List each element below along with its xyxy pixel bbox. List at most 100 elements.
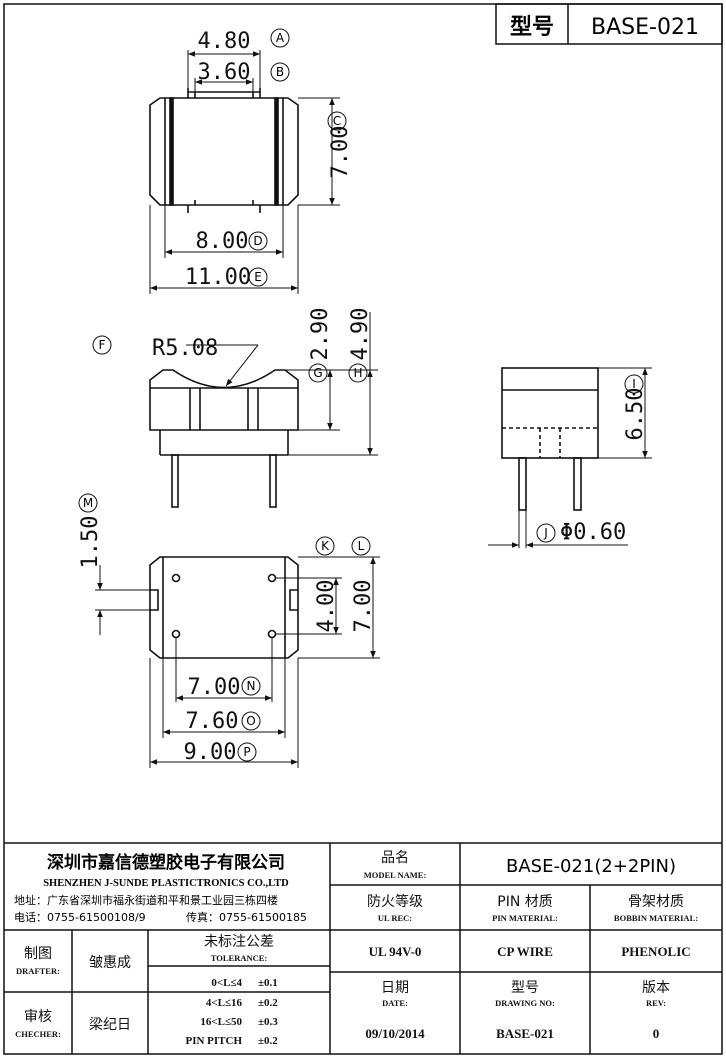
- date-value: 09/10/2014: [365, 1026, 425, 1041]
- svg-text:J: J: [543, 526, 548, 540]
- svg-text:A: A: [276, 31, 285, 45]
- bobbin-material-label-en: BOBBIN MATERIAL:: [614, 913, 698, 923]
- tolerance-label-cn: 未标注公差: [204, 934, 274, 950]
- dim-m-value: 1.50: [78, 516, 103, 569]
- tolerance-value: ±0.2: [258, 997, 278, 1009]
- svg-text:P: P: [243, 745, 250, 759]
- front-view-dimensions: [186, 312, 378, 456]
- model-name-label-cn: 品名: [381, 850, 409, 866]
- reference-markers: A B C D E F G H I J K L M N O P: [78, 28, 644, 762]
- dim-i-value: 6.50: [623, 388, 648, 441]
- marker-c: C: [327, 111, 347, 131]
- dim-p-value: 9.00: [184, 740, 237, 765]
- svg-text:N: N: [247, 679, 256, 693]
- svg-text:L: L: [358, 539, 365, 553]
- marker-a: A: [270, 28, 290, 48]
- tolerance-range: 0<L≤4: [211, 977, 242, 989]
- company-fax: 传真：0755-61500185: [186, 910, 307, 924]
- marker-o: O: [241, 711, 261, 731]
- dim-e-value: 11.00: [185, 265, 251, 290]
- svg-text:C: C: [333, 114, 341, 128]
- marker-l: L: [351, 536, 371, 556]
- marker-e: E: [248, 267, 268, 287]
- svg-text:B: B: [276, 65, 284, 79]
- company-name-en: SHENZHEN J-SUNDE PLASTICTRONICS CO.,LTD: [43, 878, 289, 889]
- tolerance-value: ±0.2: [258, 1035, 278, 1047]
- ul-rec-label-cn: 防火等级: [367, 893, 423, 910]
- top-view-dimensions: [149, 50, 340, 294]
- drafter-value: 皱惠成: [89, 955, 131, 971]
- top-view: [149, 88, 299, 213]
- checker-label-cn: 审核: [24, 1009, 52, 1025]
- svg-text:E: E: [254, 270, 262, 284]
- svg-text:F: F: [99, 338, 106, 352]
- ul-rec-value: UL 94V-0: [369, 944, 422, 959]
- dim-h-value: 4.90: [348, 308, 373, 361]
- dim-g-value: 2.90: [308, 308, 333, 361]
- dim-kl-inner-value: 4.00: [314, 580, 339, 633]
- dim-n-value: 7.00: [188, 675, 241, 700]
- tolerance-range: 16<L≤50: [200, 1016, 242, 1028]
- svg-text:M: M: [83, 496, 93, 510]
- bobbin-material-label-cn: 骨架材质: [628, 894, 684, 910]
- drawing-no-label-en: DRAWING NO:: [495, 998, 555, 1008]
- marker-d: D: [248, 231, 268, 251]
- marker-f: F: [92, 335, 112, 355]
- model-name-label-en: MODEL NAME:: [364, 870, 427, 880]
- drafter-label-cn: 制图: [24, 946, 52, 962]
- dim-l-value: 7.00: [351, 580, 376, 633]
- marker-b: B: [270, 62, 290, 82]
- side-view: [501, 367, 599, 511]
- svg-text:O: O: [246, 714, 255, 728]
- rev-label-cn: 版本: [642, 980, 670, 996]
- svg-text:K: K: [321, 539, 330, 553]
- marker-i: I: [624, 374, 644, 394]
- front-view: [149, 369, 299, 508]
- svg-text:I: I: [632, 377, 636, 391]
- marker-m: M: [78, 493, 98, 513]
- tolerance-value: ±0.3: [258, 1016, 278, 1028]
- marker-p: P: [237, 742, 257, 762]
- company-phone: 电话：0755-61500108/9: [14, 911, 146, 924]
- marker-k: K: [315, 536, 335, 556]
- pin-material-value: CP WIRE: [497, 944, 553, 959]
- company-name-cn: 深圳市嘉信德塑胶电子有限公司: [47, 852, 285, 873]
- dim-c-value: 7.00: [328, 126, 353, 179]
- tolerance-range: PIN PITCH: [185, 1035, 242, 1047]
- drafter-label-en: DRAFTER:: [16, 966, 60, 976]
- header-type-value: BASE-021: [591, 15, 699, 40]
- bobbin-material-value: PHENOLIC: [621, 944, 690, 959]
- tolerance-range: 4<L≤16: [206, 997, 243, 1009]
- checker-label-en: CHECHER:: [15, 1029, 61, 1039]
- rev-value: 0: [653, 1026, 660, 1041]
- dim-a-value: 4.80: [198, 29, 251, 54]
- header-type-box: 型号 BASE-021: [495, 3, 723, 45]
- bottom-view: [149, 556, 299, 659]
- dim-f-value: R5.08: [152, 336, 218, 361]
- date-label-en: DATE:: [382, 998, 408, 1008]
- svg-text:D: D: [253, 234, 262, 248]
- dim-j-value: Φ0.60: [560, 520, 626, 545]
- pin-material-label-cn: PIN 材质: [497, 894, 553, 910]
- svg-text:H: H: [353, 366, 362, 380]
- ul-rec-label-en: UL REC:: [378, 913, 412, 923]
- tolerance-table: 0<L≤4 ±0.1 4<L≤16 ±0.2 16<L≤50 ±0.3 PIN …: [185, 977, 278, 1047]
- pin-material-label-en: PIN MATERIAL:: [492, 913, 558, 923]
- drawing-no-value: BASE-021: [496, 1026, 554, 1041]
- side-view-dimensions: [488, 367, 652, 548]
- rev-label-en: REV:: [646, 998, 666, 1008]
- checker-value: 梁纪日: [89, 1017, 131, 1033]
- marker-n: N: [241, 676, 261, 696]
- company-address: 地址：广东省深圳市福永街道和平和景工业园三栋四楼: [14, 893, 278, 907]
- header-type-label: 型号: [510, 15, 554, 40]
- drawing-no-label-cn: 型号: [511, 980, 539, 996]
- dim-b-value: 3.60: [198, 60, 251, 85]
- model-name-value: BASE-021(2+2PIN): [506, 856, 676, 877]
- marker-g: G: [308, 363, 328, 383]
- tolerance-value: ±0.1: [258, 977, 278, 989]
- marker-h: H: [348, 363, 368, 383]
- svg-text:G: G: [313, 366, 322, 380]
- bottom-view-dimensions: [95, 556, 380, 768]
- sheet-border: [3, 3, 723, 1055]
